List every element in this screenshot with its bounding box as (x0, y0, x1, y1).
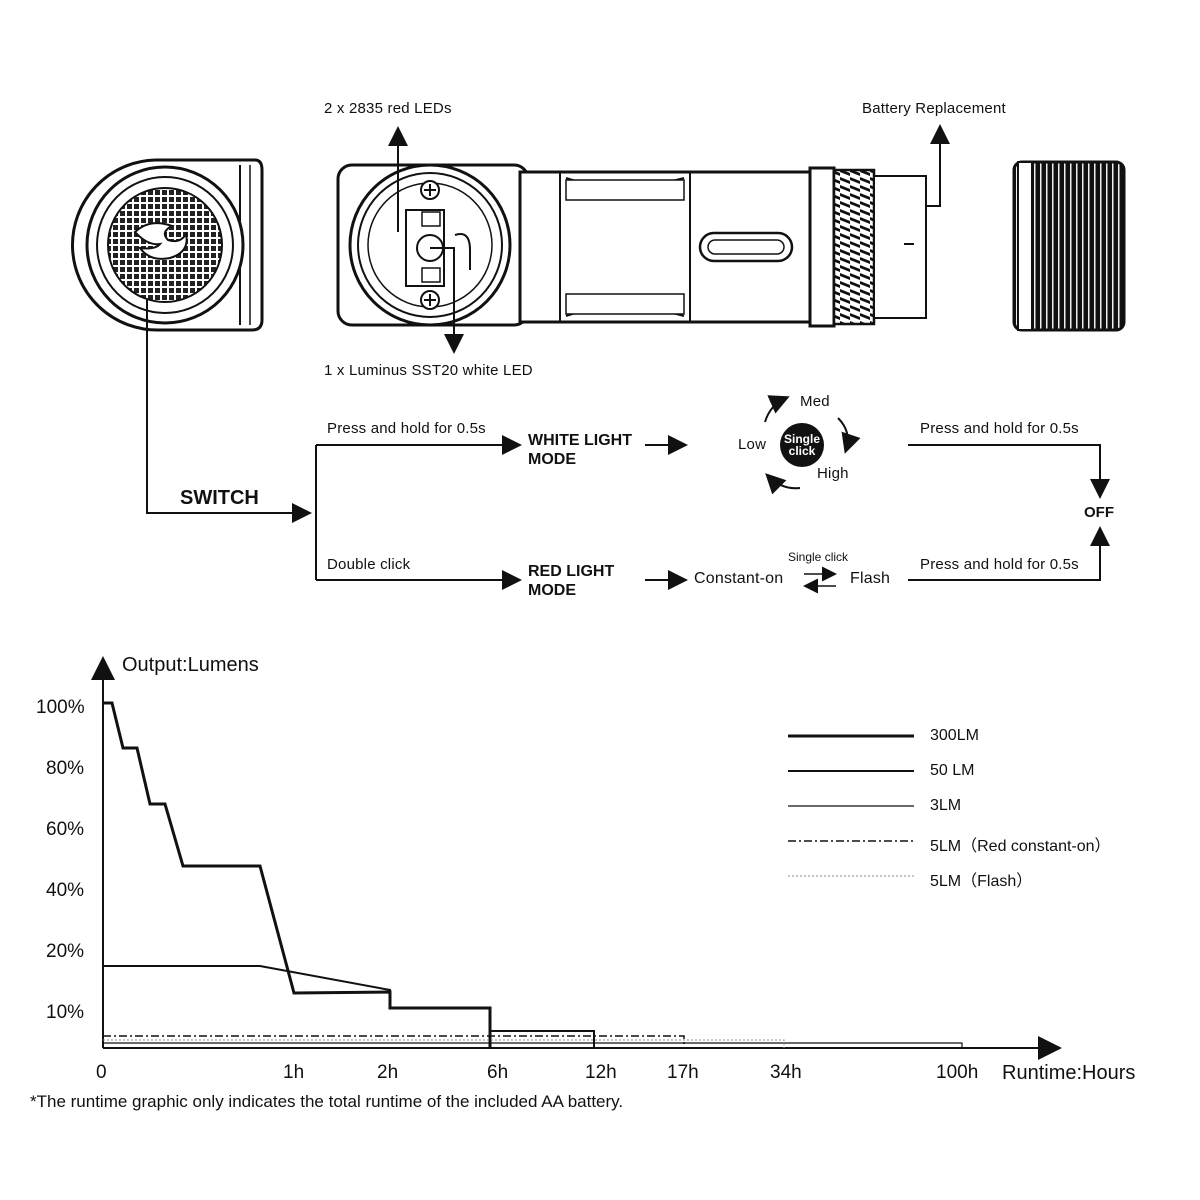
y-tick-20: 20% (46, 941, 85, 962)
y-tick-60: 60% (46, 819, 85, 840)
legend-label-50lm: 50 LM (930, 762, 975, 779)
flash-label: Flash (850, 570, 891, 587)
white-off-action: Press and hold for 0.5s (920, 420, 1079, 437)
battery-replacement-callout: Battery Replacement (862, 100, 1006, 117)
y-tick-10: 10% (46, 1002, 85, 1023)
flashlight-body (336, 163, 927, 328)
legend-label-5lm-flash: 5LM（Flash） (930, 873, 1033, 890)
white-led-callout: 1 x Luminus SST20 white LED (324, 362, 533, 379)
single-click-label: Single click (788, 550, 849, 564)
white-mode-action: Press and hold for 0.5s (327, 420, 486, 437)
x-tick-1h: 1h (283, 1062, 305, 1083)
x-tick-2h: 2h (377, 1062, 399, 1083)
red-light-mode: RED LIGHT MODE (528, 563, 615, 599)
y-tick-80: 80% (46, 758, 85, 779)
x-tick-34h: 34h (770, 1062, 802, 1083)
x-tick-6h: 6h (487, 1062, 509, 1083)
series-50lm-line (103, 965, 595, 1048)
mode-low: Low (738, 436, 767, 453)
y-axis-title: Output:Lumens (122, 654, 259, 676)
x-tick-12h: 12h (585, 1062, 617, 1083)
constant-on-label: Constant-on (694, 570, 784, 587)
y-tick-40: 40% (46, 880, 85, 901)
single-click-center: Single click (783, 432, 820, 458)
x-tick-17h: 17h (667, 1062, 699, 1083)
mode-cycle-diagram (764, 395, 861, 495)
switch-label: SWITCH (180, 487, 259, 509)
red-off-action: Press and hold for 0.5s (920, 556, 1079, 573)
flame-logo-icon (133, 222, 188, 260)
series-5lm-flash-line (103, 1039, 785, 1048)
legend-label-300lm: 300LM (930, 727, 979, 744)
red-mode-action: Double click (327, 556, 411, 573)
mode-med: Med (800, 393, 830, 410)
x-tick-0: 0 (96, 1062, 107, 1083)
series-300lm-line (103, 701, 492, 1048)
product-drawing (70, 124, 1126, 594)
x-axis-title: Runtime:Hours (1002, 1062, 1136, 1084)
x-tick-100h: 100h (936, 1062, 979, 1083)
series-5lm-red-line (103, 1035, 685, 1048)
head-side-view (70, 158, 264, 332)
red-leds-callout: 2 x 2835 red LEDs (324, 100, 452, 117)
runtime-footnote: *The runtime graphic only indicates the … (30, 1092, 624, 1111)
mode-high: High (817, 465, 849, 482)
series-3lm-line (103, 1042, 963, 1048)
legend-label-5lm-red: 5LM（Red constant-on） (930, 838, 1111, 855)
off-label: OFF (1084, 504, 1114, 521)
legend-label-3lm: 3LM (930, 797, 962, 814)
y-tick-100: 100% (36, 697, 85, 718)
white-light-mode: WHITE LIGHT MODE (528, 432, 632, 468)
knurled-cap-icon (1012, 160, 1126, 332)
